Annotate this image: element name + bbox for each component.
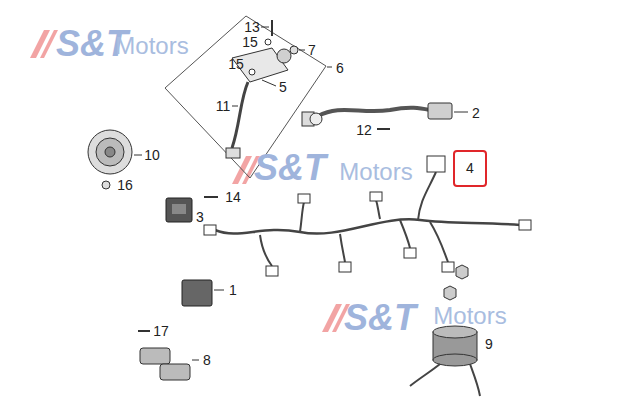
connector <box>140 348 170 364</box>
connector <box>370 192 382 201</box>
callout-number: 5 <box>279 79 287 95</box>
leader-line <box>134 155 142 156</box>
callout-number: 2 <box>472 105 480 121</box>
callout-number: 3 <box>196 209 204 225</box>
screw <box>204 196 218 198</box>
wire <box>470 364 480 396</box>
leader-line <box>261 27 269 28</box>
callout-box: 4 <box>453 150 487 187</box>
bolt <box>290 46 298 54</box>
connector <box>160 364 190 380</box>
nut <box>444 286 456 300</box>
callout-number: 9 <box>485 336 493 352</box>
connector <box>519 220 531 230</box>
cable <box>232 82 248 148</box>
nut <box>456 265 468 279</box>
relay-detail <box>172 204 186 214</box>
watermark-text: S&T <box>254 148 326 188</box>
screw <box>271 20 273 36</box>
callout-number: 14 <box>225 189 241 205</box>
harness <box>376 200 380 219</box>
harness <box>418 172 436 220</box>
plug-head <box>310 113 322 125</box>
harness <box>340 234 345 262</box>
harness <box>215 219 520 233</box>
watermark-text: S&T <box>344 298 416 338</box>
screw <box>138 330 150 332</box>
connector <box>266 266 278 276</box>
callout-number: 15 <box>242 34 258 50</box>
watermark-stripe <box>40 30 58 58</box>
horn-center <box>105 147 115 157</box>
switch-cable <box>318 108 430 116</box>
callout-number: 6 <box>336 60 344 76</box>
callout-number: 8 <box>203 352 211 368</box>
callout-number: 4 <box>466 160 474 176</box>
fuse-box <box>427 156 445 172</box>
callout-number: 11 <box>216 98 231 114</box>
callout-number: 13 <box>244 19 260 35</box>
watermark-text: Motors <box>115 32 188 60</box>
callout-number: 7 <box>308 42 316 58</box>
leader-line <box>192 360 199 361</box>
connector <box>298 194 310 203</box>
harness <box>300 202 304 232</box>
connector <box>226 148 240 158</box>
regulator <box>182 280 212 306</box>
watermark-text: Motors <box>433 302 506 330</box>
harness <box>400 220 410 248</box>
leader-line <box>232 106 238 107</box>
callout-number: 12 <box>356 122 372 138</box>
wire <box>410 364 440 386</box>
harness <box>260 235 272 266</box>
horn-cone <box>96 138 124 166</box>
callout-number: 10 <box>144 147 160 163</box>
washer <box>265 39 271 45</box>
switch <box>428 103 452 119</box>
callout-number: 1 <box>229 282 237 298</box>
connector <box>339 262 351 272</box>
connector <box>204 225 216 235</box>
harness <box>430 222 448 262</box>
screw <box>377 128 390 130</box>
washer <box>249 69 255 75</box>
callout-number: 15 <box>228 56 244 72</box>
leader-line <box>327 67 332 68</box>
leader-line <box>214 290 224 291</box>
callout-number: 17 <box>153 323 169 339</box>
leader-line <box>262 80 276 86</box>
callout-number: 16 <box>117 177 133 193</box>
horn <box>88 130 132 174</box>
connector <box>404 248 416 258</box>
bolt <box>102 181 110 189</box>
connector <box>442 262 454 272</box>
relay <box>166 198 192 222</box>
leader-line <box>299 50 305 51</box>
lock-cylinder <box>277 49 291 63</box>
leader-line <box>454 112 468 113</box>
watermark-text: Motors <box>339 158 412 186</box>
